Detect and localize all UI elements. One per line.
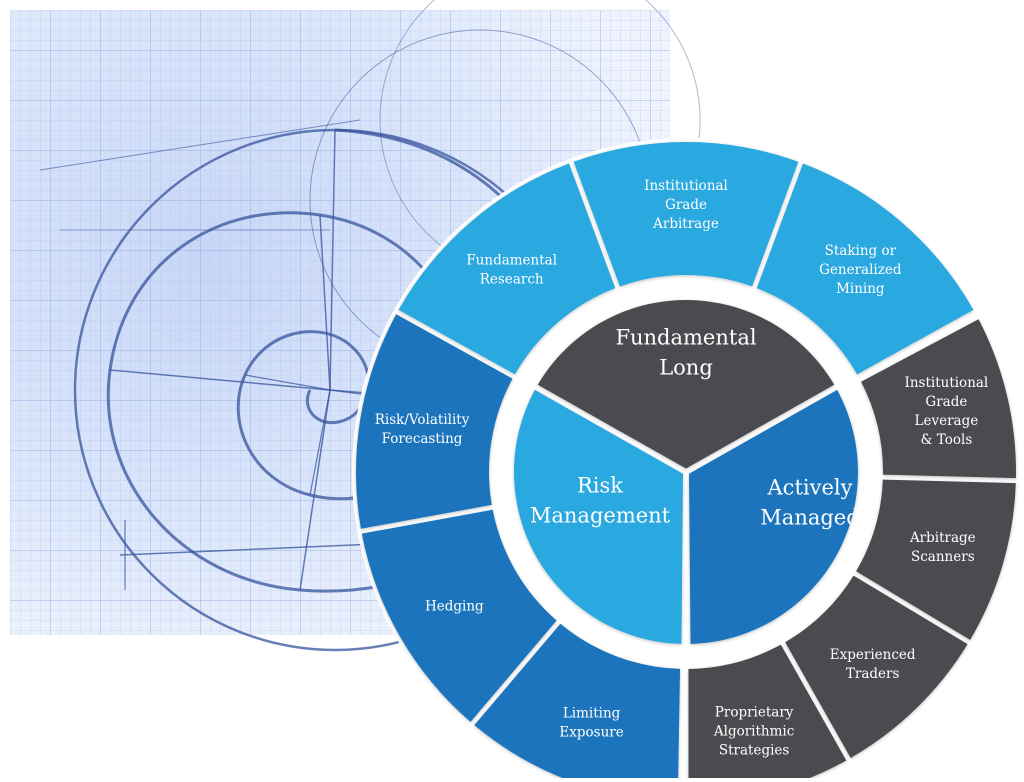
- inner-wedge-actively-managed: [689, 389, 858, 644]
- inner-label-actively-managed-line: Managed: [760, 505, 859, 529]
- outer-segment-actively-managed-0: [861, 319, 1017, 479]
- outer-segment-fundamental-long-2: [756, 163, 974, 375]
- outer-label-actively-managed-3-line: Strategies: [719, 742, 790, 758]
- outer-label-fundamental-long-0-line: Fundamental: [466, 252, 557, 268]
- outer-segment-actively-managed-3: [688, 644, 847, 782]
- outer-label-fundamental-long-0-line: Research: [480, 271, 544, 287]
- outer-label-risk-management-1: Hedging: [425, 598, 484, 614]
- outer-segment-actively-managed-1: [856, 479, 1016, 640]
- outer-label-risk-management-0-line: Limiting: [563, 706, 621, 722]
- outer-segment-actively-managed-2: [785, 575, 968, 758]
- inner-wedge-fundamental-long: [537, 300, 835, 469]
- outer-label-fundamental-long-1-line: Arbitrage: [652, 216, 719, 232]
- outer-label-fundamental-long-2-line: Staking or: [825, 243, 897, 259]
- inner-label-fundamental-long-line: Long: [659, 355, 713, 379]
- inner-label-fundamental-long-line: Fundamental: [615, 325, 756, 349]
- outer-label-actively-managed-1-line: Arbitrage: [909, 530, 976, 546]
- outer-label-actively-managed-2-line: Traders: [846, 666, 900, 682]
- outer-label-actively-managed-0-line: Leverage: [915, 413, 979, 429]
- outer-segment-fundamental-long-1: [573, 141, 799, 287]
- outer-label-fundamental-long-1-line: Institutional: [644, 178, 728, 194]
- outer-label-actively-managed-1-line: Scanners: [911, 549, 975, 565]
- outer-label-risk-management-2-line: Forecasting: [382, 431, 463, 447]
- inner-wedge-risk-management: [514, 389, 683, 644]
- outer-label-fundamental-long-2-line: Mining: [836, 281, 885, 297]
- outer-label-fundamental-long-2-line: Generalized: [819, 262, 902, 278]
- outer-label-actively-managed-3-line: Algorithmic: [713, 723, 794, 739]
- outer-segment-risk-management-0: [474, 623, 681, 782]
- outer-label-risk-management-0-line: Exposure: [559, 725, 623, 741]
- outer-segment-risk-management-2: [356, 314, 513, 529]
- outer-label-risk-management-2-line: Risk/Volatility: [375, 412, 470, 428]
- outer-label-actively-managed-0-line: Institutional: [905, 375, 989, 391]
- inner-label-risk-management-line: Management: [530, 503, 671, 527]
- outer-segment-fundamental-long-0: [398, 163, 616, 375]
- inner-label-actively-managed-line: Actively: [767, 475, 853, 499]
- inner-label-risk-management-line: Risk: [577, 473, 623, 497]
- outer-label-actively-managed-0-line: Grade: [925, 394, 967, 410]
- outer-label-risk-management-1-line: Hedging: [425, 598, 484, 614]
- outer-label-actively-managed-2-line: Experienced: [830, 647, 916, 663]
- outer-label-actively-managed-0-line: & Tools: [920, 432, 972, 448]
- outer-label-fundamental-long-1-line: Grade: [665, 197, 707, 213]
- outer-label-actively-managed-3-line: Proprietary: [715, 704, 794, 720]
- outer-segment-risk-management-1: [361, 509, 557, 722]
